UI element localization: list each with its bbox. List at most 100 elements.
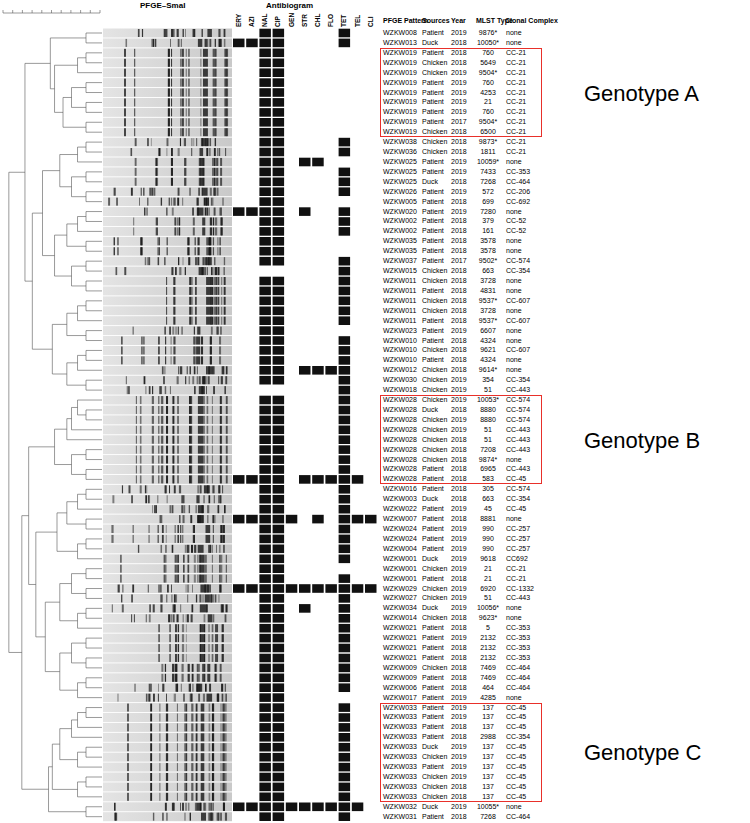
gel-band (164, 575, 166, 583)
gel-band (166, 317, 167, 325)
gel-band (188, 555, 189, 563)
gel-band (215, 674, 217, 682)
gel-band (188, 128, 190, 136)
gel-band (120, 565, 121, 573)
gel-band (213, 614, 215, 622)
gel-band (172, 406, 174, 414)
gel-band (193, 525, 195, 533)
gel-band (182, 535, 183, 543)
gel-band (224, 505, 225, 513)
gel-band (166, 594, 167, 602)
gel-band (213, 118, 214, 126)
gel-band (214, 188, 216, 196)
gel-band (114, 188, 116, 196)
gel-band (165, 803, 167, 811)
gel-band (162, 406, 164, 414)
gel-band (217, 188, 219, 196)
tree-branch (67, 385, 86, 386)
tree-branch (25, 281, 32, 282)
resistance-cell (259, 604, 271, 613)
tree-branch (78, 727, 102, 728)
gel-band (186, 704, 188, 712)
gel-band (217, 247, 219, 255)
gel-band (183, 79, 185, 87)
gel-band (225, 793, 227, 801)
gel-band (188, 257, 190, 265)
gel-band (185, 108, 187, 116)
gel-band (118, 585, 120, 593)
resistance-cell (339, 753, 351, 762)
gel-band (189, 297, 191, 305)
tree-branch (86, 390, 102, 391)
gel-band (191, 515, 192, 523)
gel-lane (103, 733, 232, 742)
gel-band (154, 188, 155, 196)
tree-branch (67, 335, 86, 336)
gel-band (218, 317, 220, 325)
tree-branch (86, 529, 102, 530)
gel-band (172, 545, 174, 553)
resistance-cell (273, 564, 285, 573)
tree-branch (86, 667, 102, 668)
drug-header: TEL (354, 15, 362, 27)
gel-band (223, 803, 225, 811)
tree-branch (86, 52, 102, 53)
resistance-cell (339, 445, 351, 454)
gel-band (168, 108, 170, 116)
gel-lane (103, 614, 232, 623)
resistance-cell (273, 485, 285, 494)
resistance-cell (273, 664, 285, 673)
gel-band (178, 654, 179, 662)
resistance-cell (273, 683, 285, 692)
gel-band (169, 485, 170, 493)
gel-band (180, 108, 181, 116)
gel-band (174, 217, 175, 225)
resistance-cell (339, 346, 351, 355)
gel-lane (103, 296, 232, 305)
gel-lane (103, 128, 232, 137)
gel-band (191, 317, 193, 325)
gel-lane (103, 554, 232, 563)
resistance-cell (259, 614, 271, 623)
gel-band (151, 39, 152, 47)
gel-band (175, 227, 177, 235)
gel-band (226, 69, 228, 77)
gel-band (212, 198, 214, 206)
source-cell: Patient (422, 29, 444, 37)
gel-band (223, 525, 225, 533)
gel-band (146, 208, 147, 216)
gel-band (208, 614, 213, 622)
gel-band (138, 545, 139, 553)
gel-band (224, 505, 225, 513)
gel-band (133, 614, 135, 622)
gel-band (196, 803, 201, 811)
tree-branch (78, 781, 86, 782)
resistance-cell (273, 753, 285, 762)
gel-band (191, 614, 193, 622)
gel-band (141, 237, 143, 245)
gel-band (173, 416, 174, 424)
gel-band (140, 456, 142, 464)
gel-band (206, 535, 211, 543)
tree-branch (86, 469, 102, 470)
gel-band (221, 535, 223, 543)
gel-band (224, 287, 226, 295)
tree-branch (25, 63, 50, 64)
gel-band (164, 29, 166, 37)
gel-band (222, 515, 224, 523)
gel-band (180, 366, 182, 374)
resistance-cell (273, 227, 285, 236)
gel-band (171, 158, 173, 166)
resistance-cell (259, 336, 271, 345)
gel-lane (103, 108, 232, 117)
gel-lane (103, 167, 232, 176)
gel-band (139, 198, 141, 206)
gel-band (212, 763, 214, 771)
gel-band (206, 237, 207, 245)
gel-band (184, 138, 185, 146)
gel-band (205, 684, 207, 692)
gel-band (165, 485, 167, 493)
gel-band (185, 634, 187, 642)
gel-band (220, 555, 222, 563)
source-cell: Patient (422, 49, 444, 57)
